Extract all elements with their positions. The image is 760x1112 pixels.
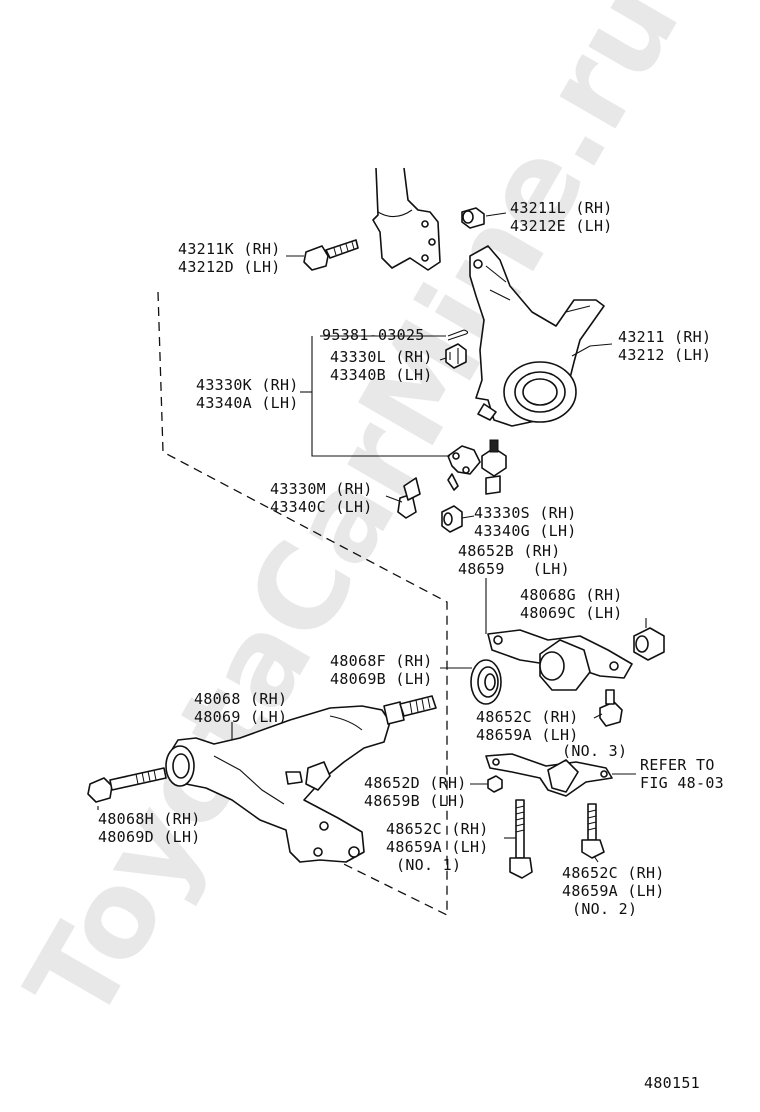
callout-43330L: 43330L (RH) 43340B (LH)	[330, 348, 433, 384]
strut-lower-end	[372, 167, 441, 271]
lower-bracket	[485, 753, 613, 797]
part-label: 48652C (RH)	[562, 864, 665, 882]
leader-lines	[97, 212, 647, 863]
bushing-48068F	[470, 659, 502, 705]
callout-48068F: 48068F (RH) 48069B (LH)	[330, 652, 433, 688]
part-label: 48659A (LH)	[562, 882, 665, 900]
nut-48652D	[487, 775, 503, 793]
callout-43330K: 43330K (RH) 43340A (LH)	[196, 376, 299, 412]
part-label: 48069B (LH)	[330, 670, 433, 688]
part-label: 48659B (LH)	[364, 792, 467, 810]
callout-48652B: 48652B (RH) 48659 (LH)	[458, 542, 570, 578]
part-label: 43212D (LH)	[178, 258, 281, 276]
part-label: 48652C (RH)	[476, 708, 579, 726]
part-label: 48069 (LH)	[194, 708, 287, 726]
nut-48068G	[633, 627, 665, 661]
bolt-48652C-no1	[509, 799, 533, 879]
part-label: 43340G (LH)	[474, 522, 577, 540]
part-label: 95381-03025	[322, 326, 425, 344]
diagram-number: 480151	[644, 1074, 700, 1092]
nut-43330S	[441, 505, 463, 533]
ball-joint	[447, 439, 507, 495]
callout-43211L: 43211L (RH) 43212E (LH)	[510, 199, 613, 235]
part-label: (NO. 3)	[562, 742, 627, 760]
callout-48652D: 48652D (RH) 48659B (LH)	[364, 774, 467, 810]
bolt-48652C-no3	[599, 689, 623, 727]
part-label: 48069D (LH)	[98, 828, 201, 846]
part-label: (NO. 1)	[396, 856, 461, 874]
part-label: 43330S (RH)	[474, 504, 577, 522]
part-label: 48659A (LH)	[386, 838, 489, 856]
part-label: 43330M (RH)	[270, 480, 373, 498]
bolt-43211K	[303, 239, 359, 271]
callout-95381: 95381-03025	[322, 326, 425, 344]
callout-43211K: 43211K (RH) 43212D (LH)	[178, 240, 281, 276]
flange-nut-43211L	[461, 207, 485, 229]
part-label: 48068 (RH)	[194, 690, 287, 708]
part-label: 43330K (RH)	[196, 376, 299, 394]
part-label: 48068G (RH)	[520, 586, 623, 604]
part-label: REFER TO	[640, 756, 715, 774]
part-label: 43211L (RH)	[510, 199, 613, 217]
bolt-43330M	[397, 477, 421, 519]
part-label: 43340C (LH)	[270, 498, 373, 516]
part-label: 43330L (RH)	[330, 348, 433, 366]
part-label: 43211 (RH)	[618, 328, 711, 346]
castle-nut-43330L	[445, 343, 467, 369]
assembly-outline	[157, 291, 448, 917]
part-label: (NO. 2)	[572, 900, 637, 918]
bolt-48652C-no2	[581, 803, 605, 859]
callout-43330M: 43330M (RH) 43340C (LH)	[270, 480, 373, 516]
callout-48068H: 48068H (RH) 48069D (LH)	[98, 810, 201, 846]
part-label: 48068F (RH)	[330, 652, 433, 670]
part-label: 48652B (RH)	[458, 542, 561, 560]
callout-48068G: 48068G (RH) 48069C (LH)	[520, 586, 623, 622]
part-label: 48069C (LH)	[520, 604, 623, 622]
callout-43211: 43211 (RH) 43212 (LH)	[618, 328, 711, 364]
part-label: 43211K (RH)	[178, 240, 281, 258]
callout-48068: 48068 (RH) 48069 (LH)	[194, 690, 287, 726]
callout-48652C-no1: 48652C (RH) 48659A (LH) (NO. 1)	[386, 820, 489, 874]
cotter-pin	[447, 329, 469, 341]
callout-43330S: 43330S (RH) 43340G (LH)	[474, 504, 577, 540]
part-label: FIG 48-03	[640, 774, 724, 792]
callout-48652C-no2: 48652C (RH) 48659A (LH) (NO. 2)	[562, 864, 665, 918]
bolt-48068H	[87, 767, 167, 803]
part-label: 43340A (LH)	[196, 394, 299, 412]
part-label: 48652C (RH)	[386, 820, 489, 838]
part-label: 43340B (LH)	[330, 366, 433, 384]
lower-control-arm	[165, 705, 391, 863]
part-label: 48068H (RH)	[98, 810, 201, 828]
arm-stud	[383, 695, 437, 725]
part-label: 48652D (RH)	[364, 774, 467, 792]
callout-refer: REFER TO FIG 48-03	[640, 756, 724, 792]
part-label: 48659 (LH)	[458, 560, 570, 578]
rear-bushing-bracket	[487, 629, 633, 691]
part-label: 43212 (LH)	[618, 346, 711, 364]
part-label: 43212E (LH)	[510, 217, 613, 235]
callout-48652C-no3: 48652C (RH) 48659A (LH) (NO. 3)	[476, 708, 627, 760]
steering-knuckle	[469, 245, 605, 427]
part-label: 48659A (LH)	[476, 726, 579, 744]
